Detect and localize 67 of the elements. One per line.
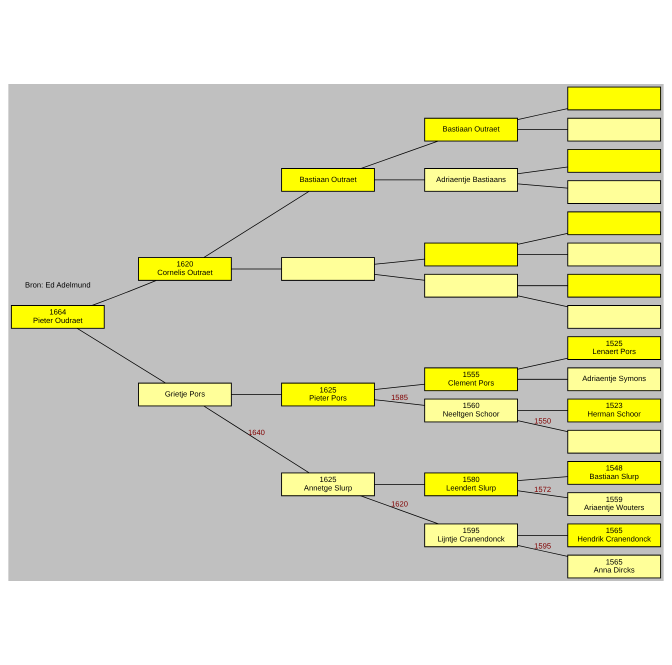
connector [374, 384, 425, 390]
connector [374, 258, 425, 265]
node-box [567, 180, 662, 204]
node-box: Grietje Pors [138, 382, 232, 406]
edge-label: 1640 [248, 428, 265, 437]
node-box [567, 211, 662, 236]
connector [204, 191, 310, 258]
node-box: 1565 Anna Dircks [567, 554, 662, 578]
node-box [567, 242, 662, 266]
connector [374, 399, 425, 406]
node-box: Adriaentje Bastiaans [424, 168, 518, 192]
edge-label: 1595 [534, 541, 552, 550]
connector [231, 268, 282, 270]
connector [517, 108, 568, 120]
connector [204, 406, 310, 474]
node-box [424, 242, 518, 266]
connector [517, 254, 568, 255]
node-box: 1664 Pieter Oudraet [10, 305, 105, 329]
connector [517, 285, 568, 286]
edge-label: 1572 [534, 484, 552, 494]
node-box: 1595 Lijntje Cranendonck [424, 523, 518, 548]
connector [517, 358, 568, 370]
node-box: 1548 Bastiaan Slurp [567, 461, 662, 485]
node-box [424, 274, 518, 298]
connector [517, 420, 568, 432]
connector [374, 274, 425, 281]
node-box: 1555 Clement Pors [424, 367, 518, 392]
node-box [567, 118, 662, 142]
node-box: Adriaentje Symons [567, 367, 662, 392]
connector [231, 394, 282, 395]
label: Bron: Ed Adelmund [25, 280, 91, 290]
node-box [567, 149, 662, 173]
edge-label: 1585 [391, 392, 408, 402]
node-box: 1525 Lenaert Pors [567, 336, 662, 360]
connector [517, 129, 568, 130]
node-box: 1625 Pieter Pors [281, 382, 375, 406]
node-box: 1523 Herman Schoor [567, 398, 662, 422]
node-box: 1625 Annetge Slurp [281, 472, 375, 496]
connector [360, 495, 439, 524]
connector [517, 378, 568, 380]
connector [374, 484, 425, 485]
connector [517, 490, 568, 498]
connector [517, 476, 568, 482]
connector [76, 328, 166, 384]
node-box: 1560 Neeltgen Schoor [424, 398, 518, 422]
node-box [281, 257, 375, 281]
node-box [567, 430, 662, 454]
connector [517, 534, 568, 536]
connector [517, 410, 568, 411]
connector [517, 233, 568, 245]
node-box: Bastiaan Outraet [424, 118, 518, 142]
connector [517, 295, 568, 308]
node-box: 1559 Ariaentje Wouters [567, 492, 662, 516]
node-box [567, 274, 662, 298]
node-box: 1580 Leendert Slurp [424, 472, 518, 496]
node-box: 1565 Hendrik Cranendonck [567, 523, 662, 548]
node-box [567, 305, 662, 329]
connector [517, 183, 568, 189]
node-box: 1620 Cornelis Outraet [138, 257, 232, 281]
connector [517, 545, 568, 557]
node-box: Bastiaan Outraet [281, 168, 375, 192]
connector [360, 140, 438, 169]
edge-label: 1620 [391, 499, 408, 508]
edge-label: 1550 [534, 416, 552, 426]
connector [517, 166, 568, 174]
node-box [567, 86, 662, 110]
connector [91, 280, 157, 306]
